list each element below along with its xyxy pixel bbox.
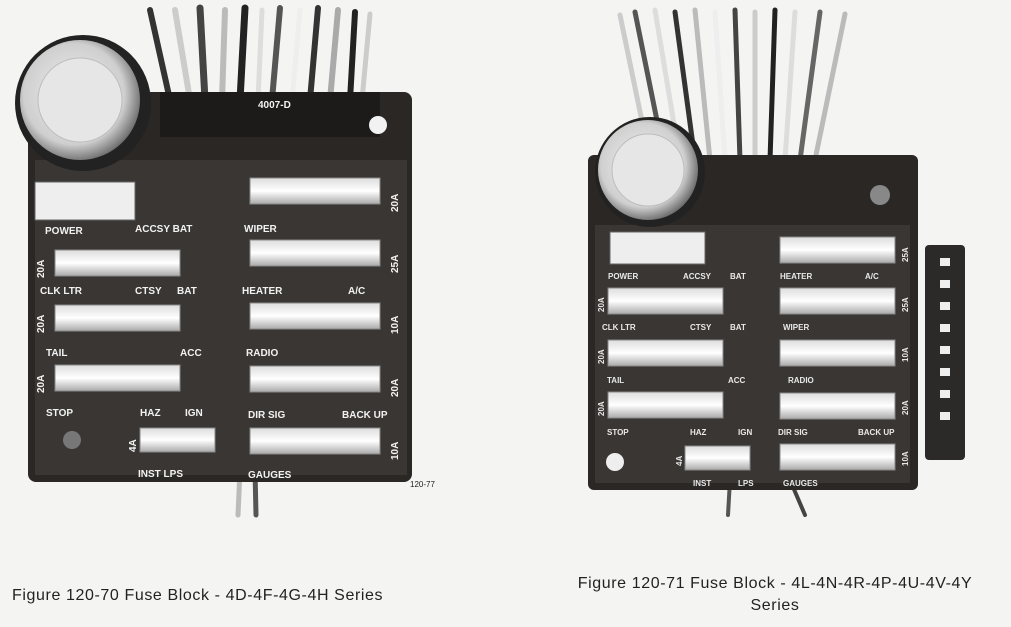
rating-tail: 20A xyxy=(597,349,606,364)
fuse-set xyxy=(607,236,896,471)
label-haz: HAZ xyxy=(140,408,161,419)
power-relay xyxy=(609,231,706,265)
fuse-block-photo-left: 4007-D POWER ACCSY BAT WIPER CLK LTR CTS… xyxy=(15,4,435,518)
label-stop: STOP xyxy=(46,408,73,419)
label-wiper: WIPER xyxy=(244,224,278,235)
label-accsy: ACCSY xyxy=(683,272,712,281)
rating-heater: 25A xyxy=(390,255,401,273)
label-back-up: BACK UP xyxy=(858,428,895,437)
label-ac: A/C xyxy=(348,286,365,297)
fuse-block-photo-right: POWER ACCSY BAT HEATER A/C CLK LTR CTSY … xyxy=(588,7,965,517)
label-power: POWER xyxy=(45,226,84,237)
label-ign: IGN xyxy=(738,428,752,437)
label-stop: STOP xyxy=(607,428,629,437)
label-radio: RADIO xyxy=(246,348,278,359)
label-tail: TAIL xyxy=(607,376,624,385)
label-gauges: GAUGES xyxy=(248,470,292,481)
label-accsy-bat: ACCSY BAT xyxy=(135,224,192,235)
label-acc: ACC xyxy=(728,376,746,385)
rating-clk: 20A xyxy=(597,297,606,312)
wire-harness xyxy=(147,4,373,518)
label-dir-sig: DIR SIG xyxy=(248,410,285,421)
fuse-set xyxy=(54,177,381,455)
label-heater: HEATER xyxy=(780,272,813,281)
label-inst: INST xyxy=(693,479,711,488)
label-clk-ltr: CLK LTR xyxy=(40,286,83,297)
label-tail: TAIL xyxy=(46,348,67,359)
figure-code: 120-77 xyxy=(410,480,435,489)
rating-tail: 20A xyxy=(36,315,47,333)
label-back-up: BACK UP xyxy=(342,410,388,421)
rating-radio: 10A xyxy=(901,347,910,362)
label-haz: HAZ xyxy=(690,428,707,437)
rating-gauges: 10A xyxy=(390,442,401,460)
rating-inst: 4A xyxy=(675,456,684,466)
rating-wiper: 25A xyxy=(901,297,910,312)
rating-back-up: 20A xyxy=(901,400,910,415)
label-wiper: WIPER xyxy=(783,323,809,332)
rating-clk: 20A xyxy=(36,260,47,278)
rating-heater: 25A xyxy=(901,247,910,262)
caption-right-line2: Series xyxy=(750,597,800,614)
rating-stop: 20A xyxy=(597,401,606,416)
label-gauges: GAUGES xyxy=(783,479,818,488)
label-lps: LPS xyxy=(738,479,754,488)
label-acc: ACC xyxy=(180,348,202,359)
rating-radio: 10A xyxy=(390,316,401,334)
label-radio: RADIO xyxy=(788,376,814,385)
caption-left-text: Figure 120-70 Fuse Block - 4D-4F-4G-4H S… xyxy=(12,587,384,604)
wire-harness xyxy=(617,7,848,517)
label-power: POWER xyxy=(608,272,638,281)
part-number-label: 4007-D xyxy=(258,100,291,111)
label-dir-sig: DIR SIG xyxy=(778,428,808,437)
caption-right: Figure 120-71 Fuse Block - 4L-4N-4R-4P-4… xyxy=(540,573,1010,617)
label-ign: IGN xyxy=(185,408,203,419)
caption-right-line1: Figure 120-71 Fuse Block - 4L-4N-4R-4P-4… xyxy=(577,575,973,592)
label-ctsy: CTSY xyxy=(690,323,712,332)
label-bat-2: BAT xyxy=(730,323,746,332)
rating-stop: 20A xyxy=(36,375,47,393)
label-bat: BAT xyxy=(730,272,746,281)
rating-gauges: 10A xyxy=(901,451,910,466)
label-clk-ltr: CLK LTR xyxy=(602,323,636,332)
label-ac: A/C xyxy=(865,272,879,281)
rating-inst: 4A xyxy=(128,439,139,452)
rating-wiper: 20A xyxy=(390,194,401,212)
label-bat: BAT xyxy=(177,286,197,297)
label-inst-lps: INST LPS xyxy=(138,469,183,480)
power-relay xyxy=(34,181,136,221)
label-ctsy: CTSY xyxy=(135,286,162,297)
caption-left: Figure 120-70 Fuse Block - 4D-4F-4G-4H S… xyxy=(12,587,383,605)
rating-back-up: 20A xyxy=(390,379,401,397)
label-heater: HEATER xyxy=(242,286,283,297)
